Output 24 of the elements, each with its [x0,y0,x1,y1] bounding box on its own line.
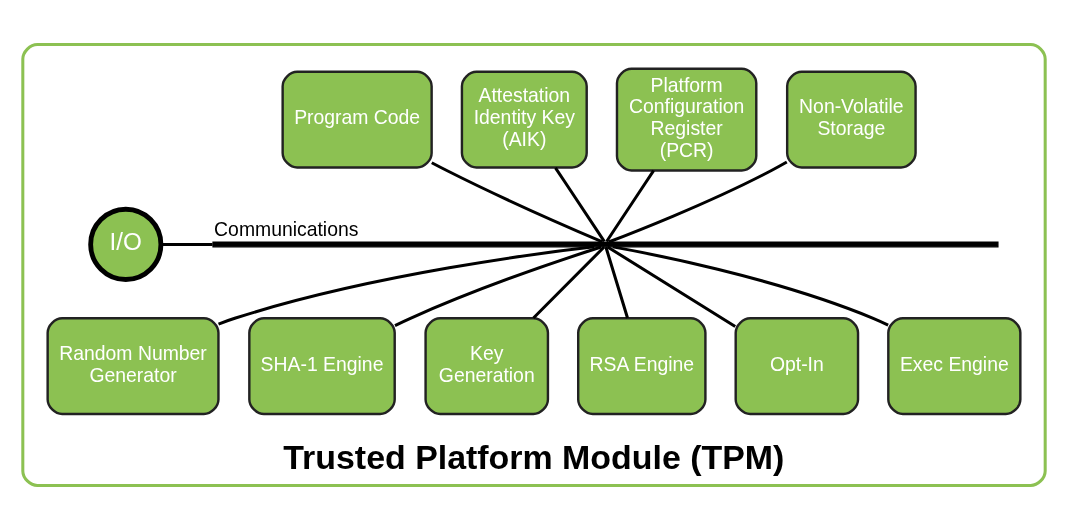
node-circle: I/O [88,206,164,282]
node-box: Non-Volatile Storage [785,70,917,169]
node-box: Random Number Generator [46,316,220,415]
connector [605,169,655,242]
node-box: Exec Engine [887,316,1022,415]
node-box: Opt-In [734,316,860,415]
node-box: Key Generation [424,316,550,415]
connector [612,244,889,326]
connector [160,242,213,246]
connector [218,244,595,325]
node-box: Attestation Identity Key (AIK) [460,70,588,169]
node-box: Program Code [281,70,433,169]
node-box: SHA-1 Engine [248,316,396,415]
node-box: RSA Engine [577,316,707,415]
connector [532,245,606,319]
node-box: Platform Configuration Register (PCR) [615,67,758,172]
connector [394,245,602,327]
connector [431,160,603,243]
node-label: Communications [214,217,359,240]
connector [608,160,788,243]
connector [604,246,629,318]
connector [554,166,606,242]
node-bar [212,240,999,247]
connector [606,245,736,328]
